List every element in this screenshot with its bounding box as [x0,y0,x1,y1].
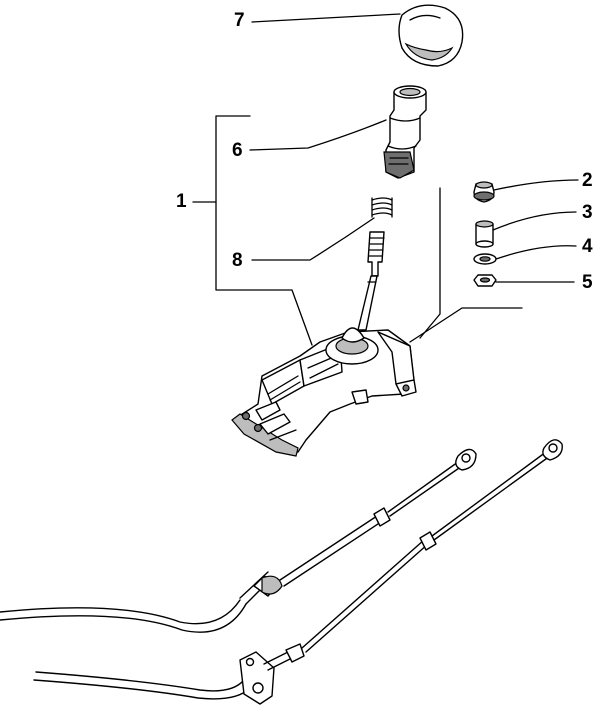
callout-6: 6 [232,140,243,161]
callout-3: 3 [582,202,593,223]
leader-lines [192,13,579,346]
callout-5: 5 [582,272,593,293]
part-5-nut [473,274,497,287]
part-3-spacer [475,220,494,248]
part-2-bushing [473,181,495,203]
part-7-gear-knob [398,4,464,67]
part-4-washer [473,253,497,265]
callout-8: 8 [232,250,243,271]
callout-2: 2 [582,170,593,191]
shifter-housing [231,327,417,457]
shift-cable-upper [0,448,477,633]
callout-1: 1 [176,191,187,212]
shift-cable-lower [33,439,563,705]
part-8-spring [371,197,393,218]
callout-4: 4 [582,236,593,257]
lever-shaft [357,231,385,331]
part-6-lever-sleeve [383,85,427,179]
callout-7: 7 [234,10,245,31]
